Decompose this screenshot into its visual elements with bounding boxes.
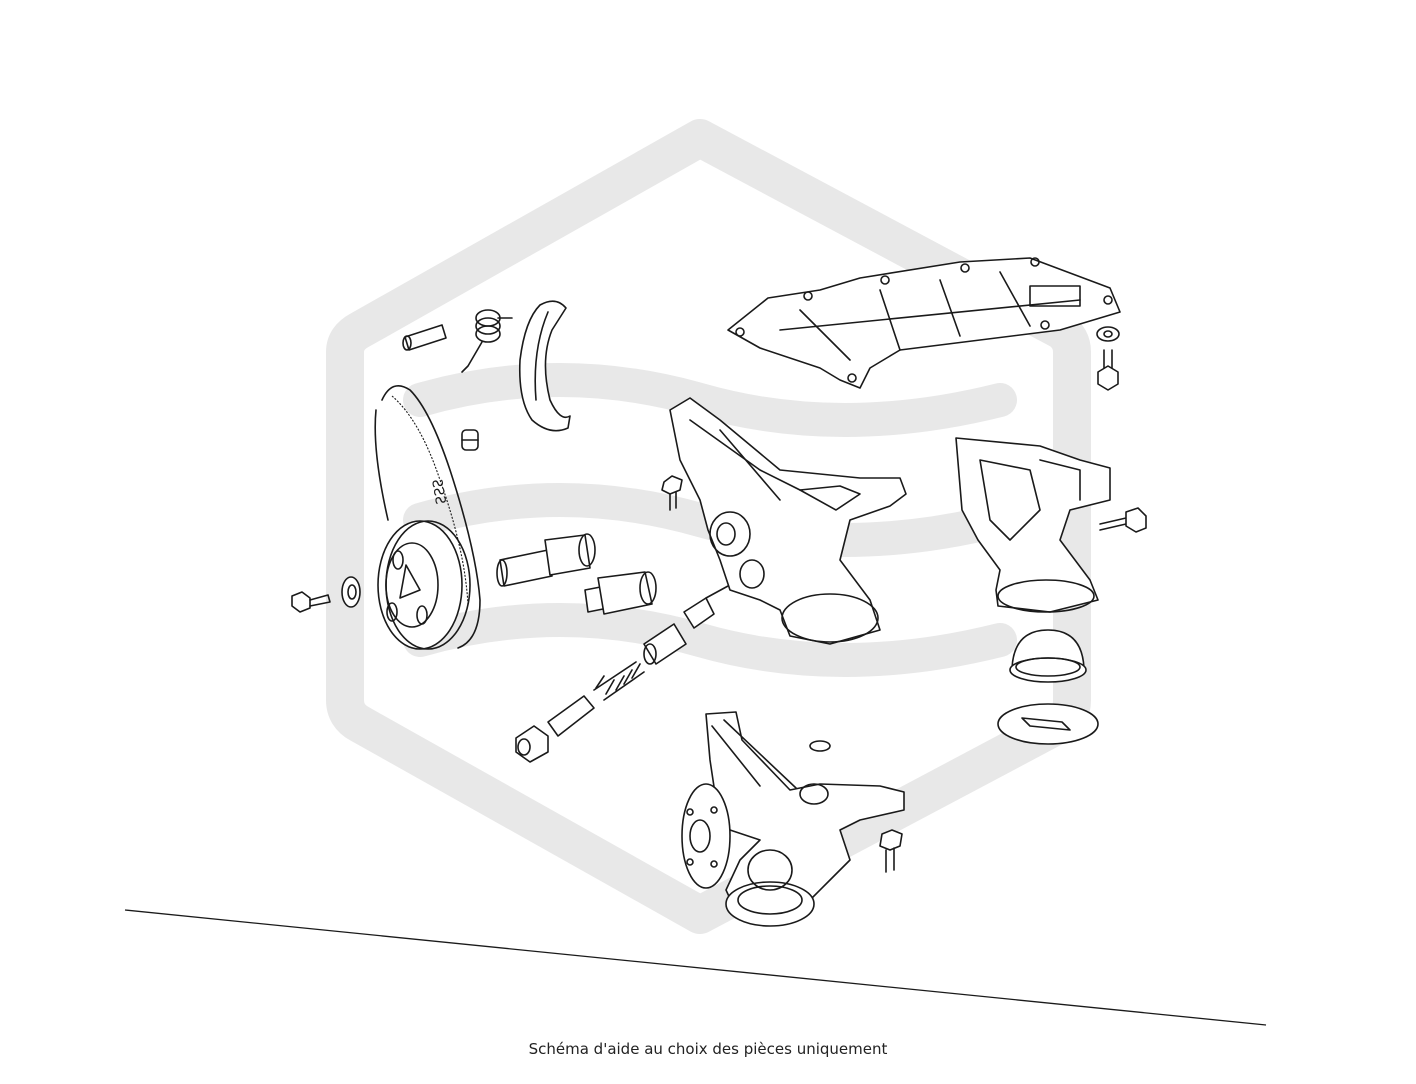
drive-gear-part xyxy=(496,533,596,587)
baseline xyxy=(124,909,1267,1026)
pulley-part xyxy=(377,520,471,650)
relief-valve-spring-part xyxy=(593,661,645,701)
diagram-caption: Schéma d'aide au choix des pièces unique… xyxy=(528,1040,888,1058)
relief-valve-plug-part xyxy=(515,725,549,763)
relief-valve-sleeve-part xyxy=(547,695,595,737)
pulley-bolt-part xyxy=(291,591,331,613)
pin-part xyxy=(402,324,447,351)
baffle-plate-part xyxy=(727,257,1121,389)
cover-bolt-part xyxy=(1099,507,1147,533)
baffle-washer-part xyxy=(1096,326,1120,342)
relief-valve-piston-part xyxy=(643,623,687,665)
relief-valve-cap-part xyxy=(683,585,729,629)
spring-part xyxy=(461,309,513,373)
oil-pump-cover-part xyxy=(955,437,1111,613)
strainer-dome-part xyxy=(1009,629,1087,683)
chain-link-part xyxy=(461,429,479,451)
strainer-plate-part xyxy=(997,703,1099,745)
o-ring-part xyxy=(809,740,831,752)
lower-pump-assembly-part xyxy=(681,711,905,927)
svg-text:ƧƧƧ: ƧƧƧ xyxy=(428,478,448,506)
tensioner-arm-part xyxy=(518,300,571,432)
hexagon-logo-watermark xyxy=(326,119,1091,934)
drive-belt-part: ƧƧƧ xyxy=(374,384,481,649)
driven-gear-part xyxy=(584,571,657,615)
baffle-bolt-part xyxy=(1097,349,1119,391)
lower-pump-bolt-part xyxy=(879,829,903,873)
pump-bolt-upper-part xyxy=(661,475,683,511)
oil-pump-housing-part xyxy=(669,397,907,645)
washer-part xyxy=(341,576,361,608)
